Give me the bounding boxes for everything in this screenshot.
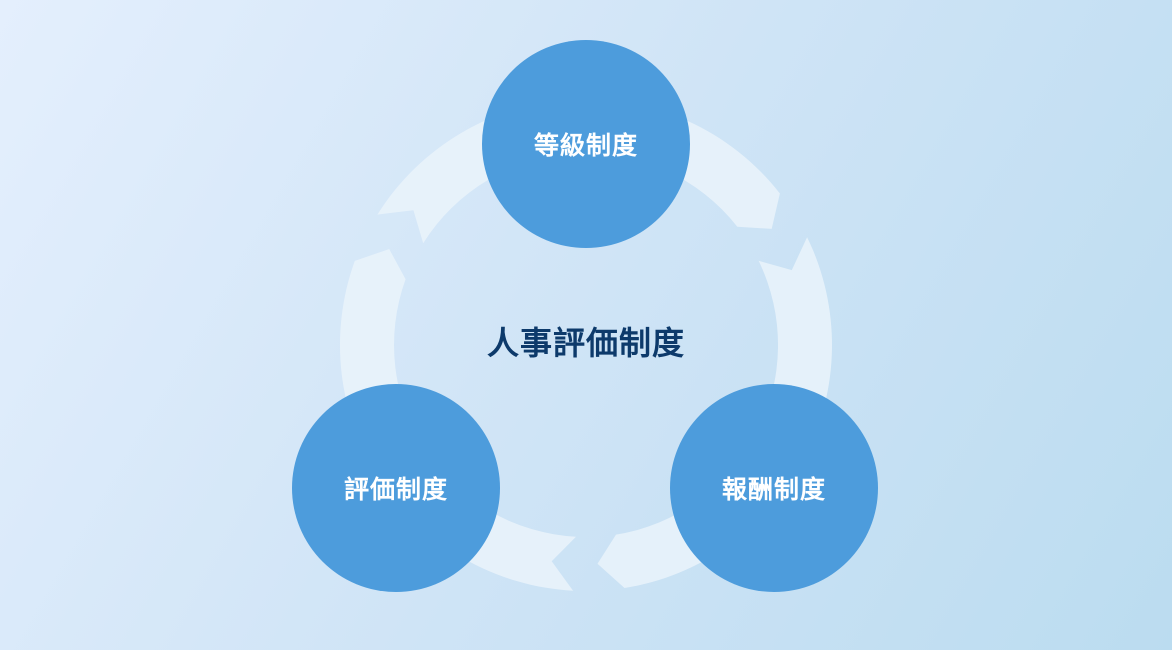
node-grade-system: 等級制度 — [482, 40, 690, 248]
node-evaluation-system: 評価制度 — [292, 384, 500, 592]
center-label: 人事評価制度 — [486, 324, 685, 362]
node-compensation-system: 報酬制度 — [670, 384, 878, 592]
